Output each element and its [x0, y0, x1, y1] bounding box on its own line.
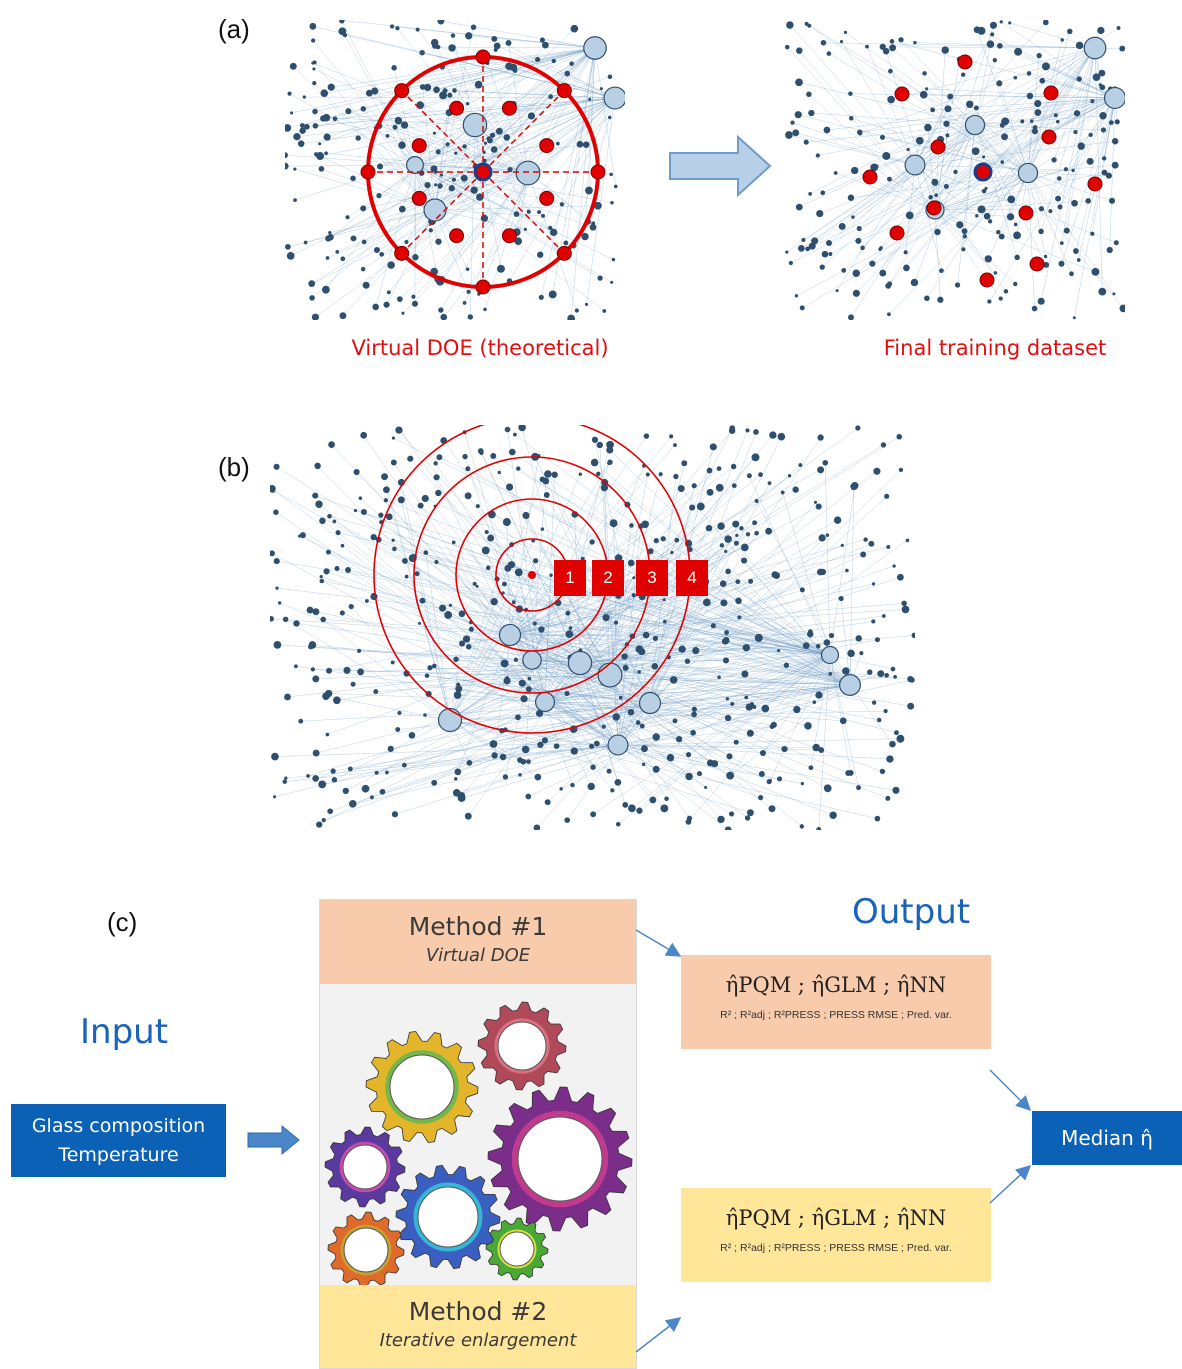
median-output-box: Median η̂: [1032, 1111, 1182, 1165]
arrow-output1-to-median: [990, 1070, 1030, 1110]
panel-b-label: (b): [218, 452, 250, 483]
method-2-box: Method #2 Iterative enlargement: [320, 1285, 636, 1368]
gear-yellow-icon: [366, 1031, 478, 1142]
ring-label-1: 1: [554, 560, 586, 596]
gear-purple-icon: [488, 1087, 632, 1231]
connector-arrows: [630, 920, 1050, 1360]
gear-orange-icon: [328, 1212, 404, 1285]
iterative-enlargement-network: [270, 425, 915, 830]
gears-icon: [320, 984, 636, 1285]
method-2-title: Method #2: [320, 1297, 636, 1326]
method-1-subtitle: Virtual DOE: [320, 945, 636, 966]
network-edges: [285, 20, 616, 318]
arrow-method2-to-output: [636, 1318, 680, 1352]
input-line-composition: Glass composition: [11, 1112, 226, 1141]
final-training-network: [785, 20, 1125, 320]
gear-red-icon: [478, 1002, 566, 1090]
input-line-temperature: Temperature: [11, 1141, 226, 1170]
virtual-doe-design: [361, 50, 605, 294]
method-1-box: Method #1 Virtual DOE: [320, 900, 636, 984]
input-arrow-icon: [246, 1124, 302, 1156]
panel-a-label: (a): [218, 14, 250, 45]
ring-label-3: 3: [636, 560, 668, 596]
arrow-output2-to-median: [990, 1166, 1030, 1203]
methods-panel: Method #1 Virtual DOE Method #2 Iterativ…: [319, 899, 637, 1369]
ring-label-2: 2: [592, 560, 624, 596]
gear-violet-icon: [325, 1127, 405, 1207]
gear-blue-icon: [396, 1165, 500, 1268]
input-title: Input: [80, 1012, 168, 1052]
virtual-doe-network: [285, 20, 625, 320]
arrow-method1-to-output: [636, 930, 680, 956]
input-box: Glass composition Temperature: [11, 1104, 226, 1177]
panel-c-label: (c): [107, 907, 137, 938]
method-2-subtitle: Iterative enlargement: [320, 1330, 636, 1351]
right-arrow-icon: [668, 135, 774, 197]
gear-green-icon: [486, 1218, 548, 1280]
method-1-title: Method #1: [320, 912, 636, 941]
ring-label-4: 4: [676, 560, 708, 596]
final-dataset-caption: Final training dataset: [845, 336, 1145, 360]
virtual-doe-caption: Virtual DOE (theoretical): [330, 336, 630, 360]
